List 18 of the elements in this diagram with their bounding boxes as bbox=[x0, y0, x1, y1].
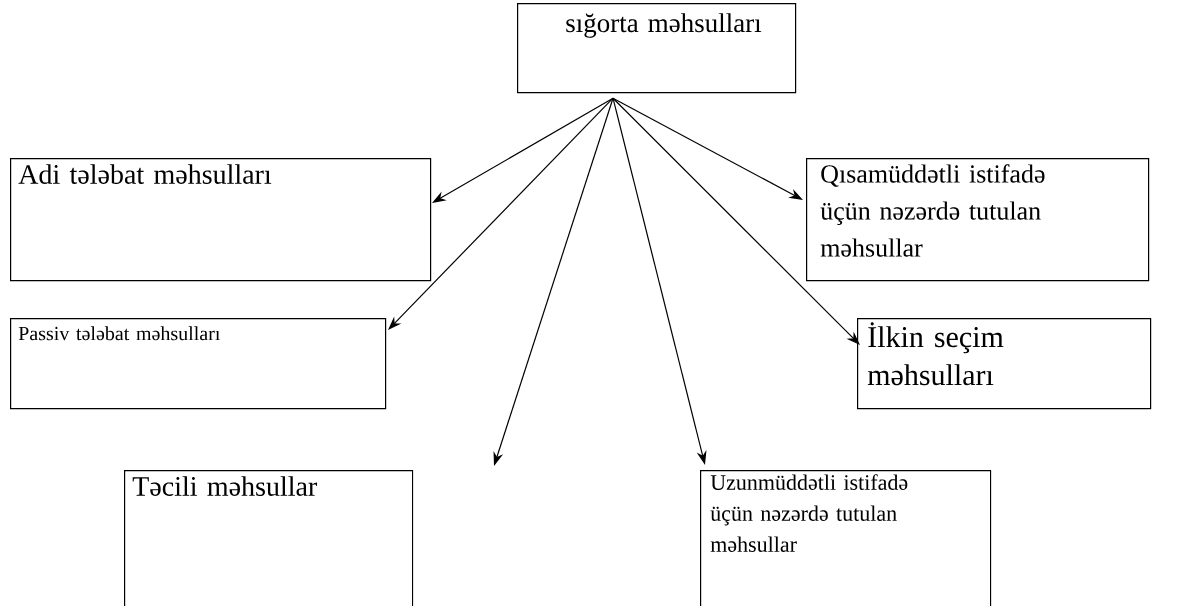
arrow bbox=[432, 97, 614, 203]
box bbox=[10, 318, 387, 410]
box bbox=[700, 470, 992, 606]
box bbox=[517, 3, 797, 94]
box-label: Uzunmüddətli istifadə üçün nəzərdə tutulan məhsullar bbox=[710, 474, 908, 552]
arrow bbox=[612, 97, 860, 345]
box bbox=[10, 158, 432, 282]
box-label: Passiv tələbat məhsulları bbox=[18, 326, 220, 341]
box-label: İlkin seçim məhsulları bbox=[867, 322, 1004, 386]
box-label: Qısamüddətli istifadə üçün nəzərdə tutulan məhsullar bbox=[820, 164, 1045, 257]
box-label: Adi tələbat məhsulları bbox=[18, 164, 272, 184]
box bbox=[806, 158, 1150, 282]
box-label: sığorta məhsulları bbox=[566, 13, 762, 38]
box bbox=[124, 470, 414, 606]
box bbox=[857, 318, 1152, 410]
arrow bbox=[388, 97, 614, 330]
box-label: Təcili məhsullar bbox=[132, 476, 318, 496]
arrow bbox=[612, 97, 803, 200]
